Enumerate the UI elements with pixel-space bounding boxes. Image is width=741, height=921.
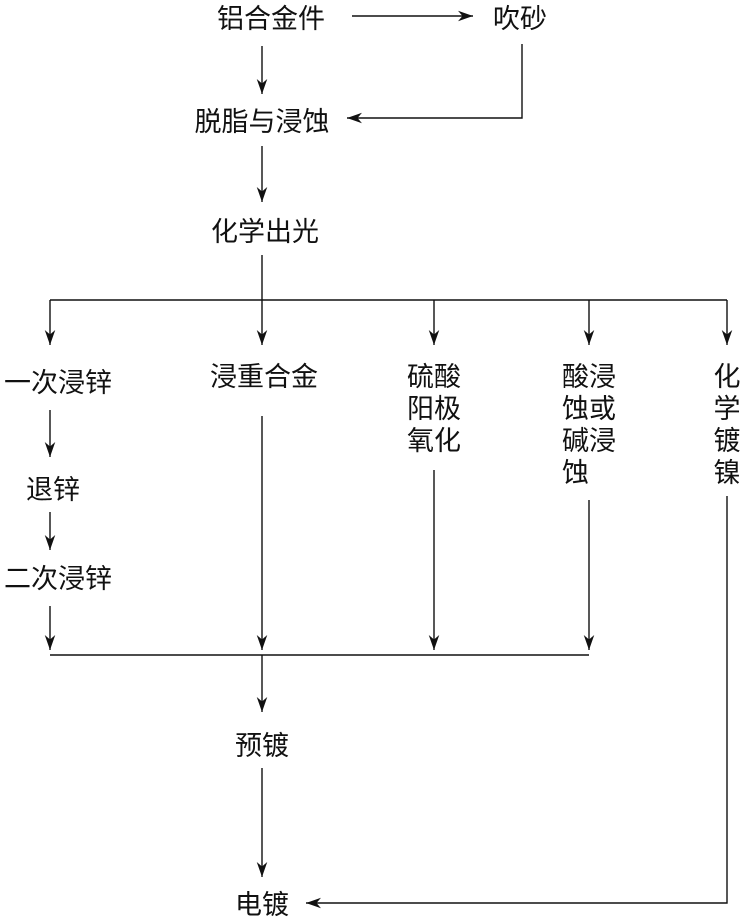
node-labels: 铝合金件 吹砂 脱脂与浸蚀 化学出光 一次浸锌 退锌 二次浸锌 浸重合金 硫酸 … (4, 4, 741, 921)
node-sulfuric-anodize-line-3: 氧化 (407, 426, 461, 457)
node-acid-etch-line-3: 碱浸 (562, 426, 616, 457)
node-second-zinc-immersion: 二次浸锌 (4, 564, 112, 595)
node-first-zinc-immersion: 一次浸锌 (4, 368, 112, 399)
node-electroplating: 电镀 (235, 890, 289, 921)
node-chemical-brighten: 化学出光 (211, 217, 319, 248)
node-aluminum-part: 铝合金件 (217, 4, 325, 35)
arrow-electroless-to-electroplating (306, 496, 728, 909)
node-acid-etch-line-2: 蚀或 (562, 394, 616, 425)
node-pre-plating: 预镀 (235, 731, 289, 762)
node-sandblast: 吹砂 (493, 4, 547, 35)
node-acid-etch-line-1: 酸浸 (562, 362, 616, 393)
node-acid-etch-line-4: 蚀 (562, 458, 589, 489)
node-electroless-nickel: 化 学 镀 镍 (714, 362, 741, 489)
node-electroless-line-2: 学 (714, 394, 741, 425)
node-heavy-alloy-immersion: 浸重合金 (210, 362, 318, 393)
node-zinc-strip: 退锌 (26, 475, 80, 506)
node-sulfuric-anodize: 硫酸 阳极 氧化 (407, 362, 461, 457)
node-sulfuric-anodize-line-1: 硫酸 (407, 362, 461, 393)
node-electroless-line-4: 镍 (714, 458, 741, 489)
node-acid-or-alkali-etch: 酸浸 蚀或 碱浸 蚀 (562, 362, 616, 489)
arrow-sandblast-to-degrease (347, 44, 523, 124)
node-sulfuric-anodize-line-2: 阳极 (407, 394, 461, 425)
node-electroless-line-1: 化 (714, 362, 741, 393)
connectors (44, 10, 733, 909)
node-degrease-etch: 脱脂与浸蚀 (195, 107, 330, 138)
node-electroless-line-3: 镀 (714, 426, 741, 457)
